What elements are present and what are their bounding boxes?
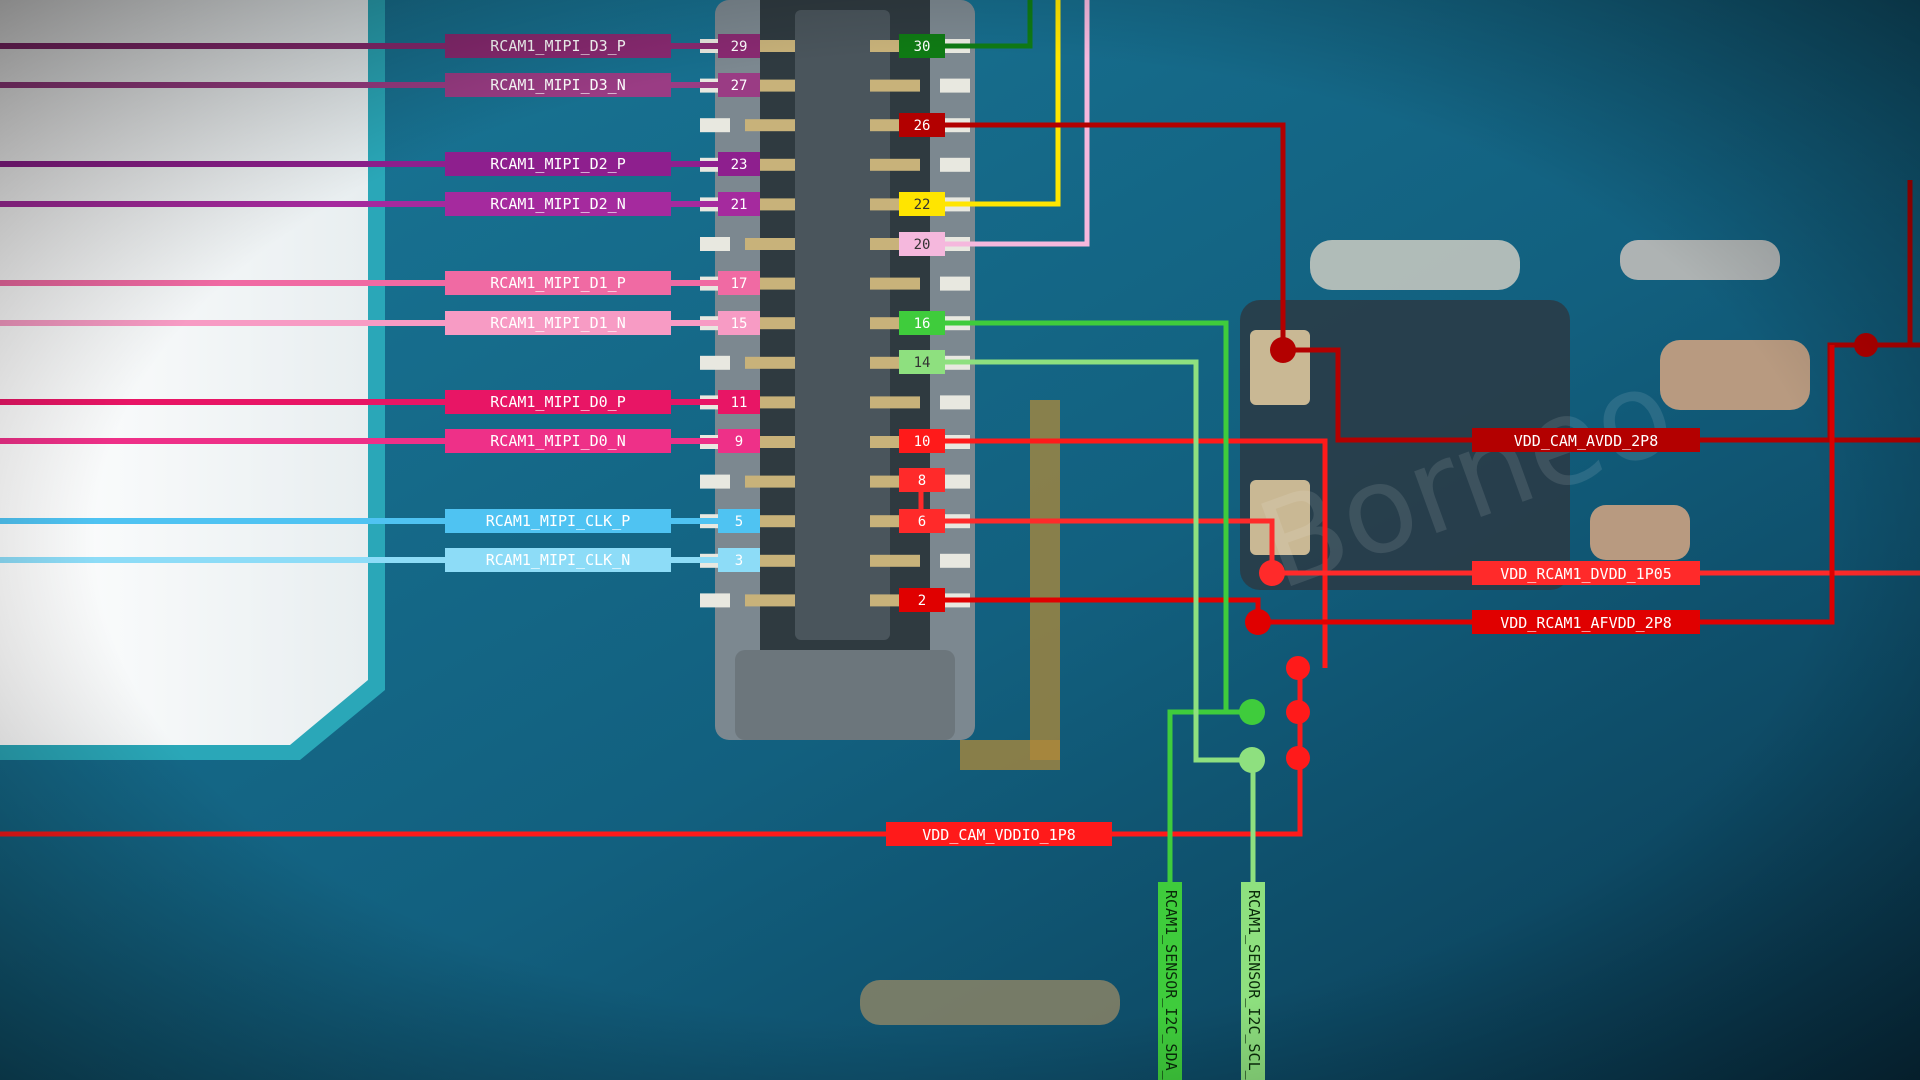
right-pin-labels: 30 26 22 20 16 14 10 8 6 2 — [899, 34, 945, 612]
node-avdd — [1270, 337, 1296, 363]
rail-label-afvdd: VDD_RCAM1_AFVDD_2P8 — [1472, 610, 1700, 634]
pin-number: 21 — [731, 197, 748, 213]
rail-vddio-text: VDD_CAM_VDDIO_1P8 — [922, 826, 1076, 844]
node-dvdd — [1259, 560, 1285, 586]
pin-number: 30 — [914, 39, 931, 55]
pin-number: 9 — [735, 434, 743, 450]
pin-number: 22 — [914, 197, 931, 213]
connector-pin — [940, 395, 970, 410]
node-vddio-1 — [1286, 656, 1310, 680]
gold-trace — [1030, 400, 1060, 760]
connector-pin — [700, 237, 730, 251]
signal-label: RCAM1_MIPI_D2_P — [490, 155, 625, 173]
pin-number: 2 — [918, 593, 926, 609]
pin-number: 26 — [914, 118, 931, 134]
solder-pad-2 — [1620, 240, 1780, 280]
signal-label: RCAM1_MIPI_CLK_N — [486, 551, 631, 569]
rail-label-sda: RCAM1_SENSOR_I2C_SDA_1 — [1158, 882, 1182, 1080]
pin-number: 23 — [731, 157, 748, 173]
pin-number: 29 — [731, 39, 748, 55]
connector-pin-contact — [745, 119, 795, 132]
signal-label: RCAM1_MIPI_D3_P — [490, 37, 625, 55]
rail-sda-text: RCAM1_SENSOR_I2C_SDA_1 — [1162, 890, 1180, 1080]
rail-label-avdd: VDD_CAM_AVDD_2P8 — [1472, 428, 1700, 452]
signal-label: RCAM1_MIPI_D3_N — [490, 76, 625, 94]
signal-label: RCAM1_MIPI_D0_P — [490, 393, 625, 411]
pin-number: 16 — [914, 316, 931, 332]
pin-number: 6 — [918, 514, 926, 530]
signal-label: RCAM1_MIPI_D1_N — [490, 314, 625, 332]
node-afvdd — [1245, 609, 1271, 635]
rail-label-vddio: VDD_CAM_VDDIO_1P8 — [886, 822, 1112, 846]
connector-pin — [700, 474, 730, 489]
connector-latch — [735, 650, 955, 740]
shield-plate — [0, 0, 368, 745]
rail-label-dvdd: VDD_RCAM1_DVDD_1P05 — [1472, 561, 1700, 585]
connector-pin — [700, 355, 730, 370]
rail-dvdd-text: VDD_RCAM1_DVDD_1P05 — [1500, 565, 1672, 583]
pin-number: 3 — [735, 553, 743, 569]
rail-avdd-text: VDD_CAM_AVDD_2P8 — [1514, 432, 1659, 450]
solder-pad-1 — [1310, 240, 1520, 290]
capacitor-4 — [1590, 505, 1690, 560]
connector-pin-contact — [745, 475, 795, 488]
gold-trace-foot — [960, 740, 1060, 770]
connector-pin-contact — [870, 277, 920, 290]
signal-label: RCAM1_MIPI_D2_N — [490, 195, 625, 213]
connector-pin — [940, 553, 970, 568]
pin-number: 17 — [731, 276, 748, 292]
pin-number: 14 — [914, 355, 931, 371]
connector-pin-contact — [870, 79, 920, 92]
rail-scl-text: RCAM1_SENSOR_I2C_SCL_1 — [1245, 890, 1263, 1080]
capacitor-3 — [1660, 340, 1810, 410]
node-scl — [1239, 747, 1265, 773]
pin-number: 27 — [731, 78, 748, 94]
solder-blob — [860, 980, 1120, 1025]
connector-pin — [700, 118, 730, 133]
pin-number: 5 — [735, 514, 743, 530]
connector-pin — [940, 78, 970, 93]
node-avdd-right — [1854, 333, 1878, 357]
connector-pin-contact — [745, 238, 795, 250]
connector-pin — [940, 276, 970, 291]
pin-number: 20 — [914, 237, 931, 253]
pin-number: 10 — [914, 434, 931, 450]
signal-label: RCAM1_MIPI_D1_P — [490, 274, 625, 292]
connector-pin-contact — [745, 594, 795, 607]
pin-number: 8 — [918, 473, 926, 489]
signal-label: RCAM1_MIPI_D0_N — [490, 432, 625, 450]
pin-number: 15 — [731, 316, 748, 332]
connector-pin-contact — [870, 396, 920, 409]
connector-pin-contact — [745, 356, 795, 369]
connector-pin-contact — [870, 554, 920, 567]
connector-pin — [700, 593, 730, 608]
rail-label-scl: RCAM1_SENSOR_I2C_SCL_1 — [1241, 882, 1265, 1080]
connector-pin-contact — [870, 158, 920, 171]
rail-afvdd-text: VDD_RCAM1_AFVDD_2P8 — [1500, 614, 1672, 632]
pin-number: 11 — [731, 395, 748, 411]
node-vddio-3 — [1286, 746, 1310, 770]
node-vddio-2 — [1286, 700, 1310, 724]
signal-label: RCAM1_MIPI_CLK_P — [486, 512, 631, 530]
connector-pin — [940, 157, 970, 172]
